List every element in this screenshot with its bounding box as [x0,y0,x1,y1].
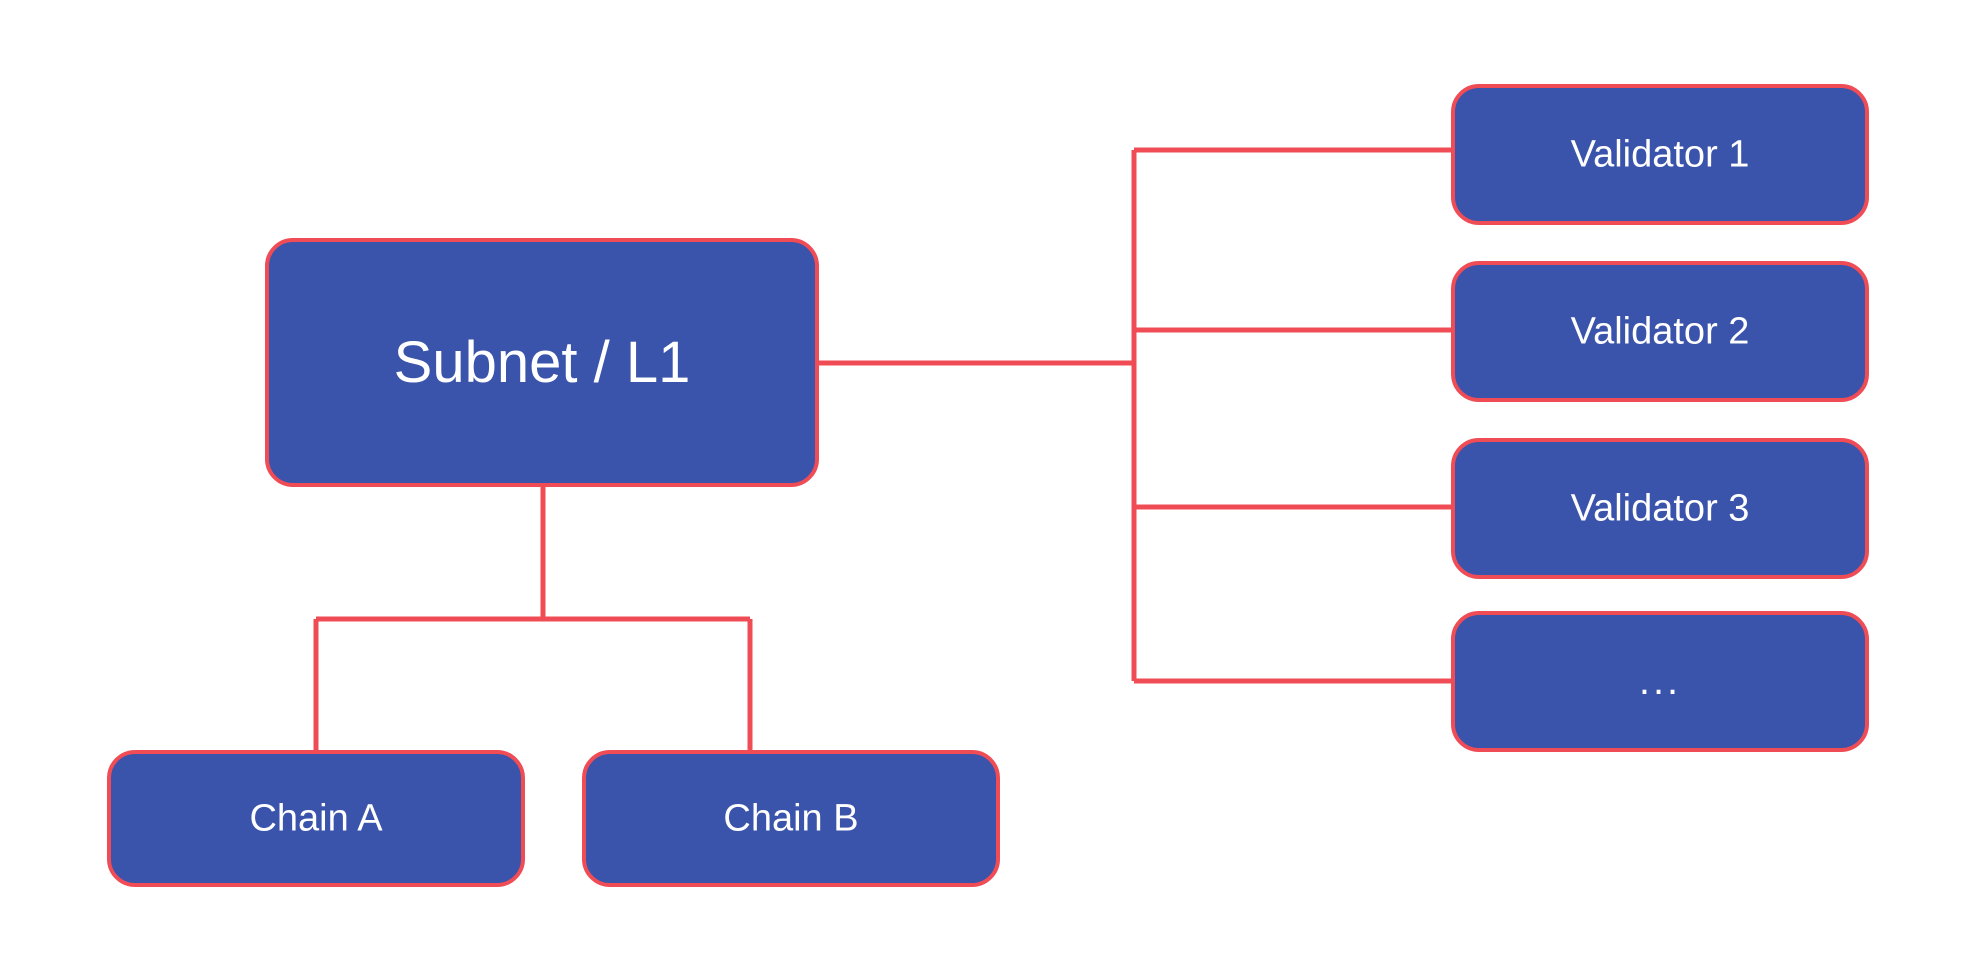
node-validator-3[interactable]: Validator 3 [1451,438,1869,579]
node-ellipsis-label: ... [1639,659,1681,703]
node-chain-a-box [107,750,525,887]
node-validator-2-label: Validator 2 [1571,311,1750,353]
node-ellipsis-box [1451,611,1869,752]
node-validator-1-box [1451,84,1869,225]
node-validator-3-label: Validator 3 [1571,488,1750,530]
node-validator-2-box [1451,261,1869,402]
validator-node-group: Validator 1 Validator 2 Validator 3... [1451,84,1869,752]
node-validator-3-box [1451,438,1869,579]
node-chain-a[interactable]: Chain A [107,750,525,887]
validator-connector-group [817,147,1453,684]
node-chain-b-label: Chain B [723,798,858,840]
node-subnet-l1-label: Subnet / L1 [394,330,691,395]
node-chain-b-box [582,750,1000,887]
node-validator-1-label: Validator 1 [1571,134,1750,176]
chain-node-group: Chain A Chain B [107,750,1000,887]
node-chain-a-label: Chain A [249,798,383,840]
chain-connector-group [313,485,753,752]
node-ellipsis[interactable]: ... [1451,611,1869,752]
node-subnet-l1[interactable]: Subnet / L1 [265,238,819,487]
node-subnet-l1-box [265,238,819,487]
node-validator-1[interactable]: Validator 1 [1451,84,1869,225]
node-chain-b[interactable]: Chain B [582,750,1000,887]
node-validator-2[interactable]: Validator 2 [1451,261,1869,402]
